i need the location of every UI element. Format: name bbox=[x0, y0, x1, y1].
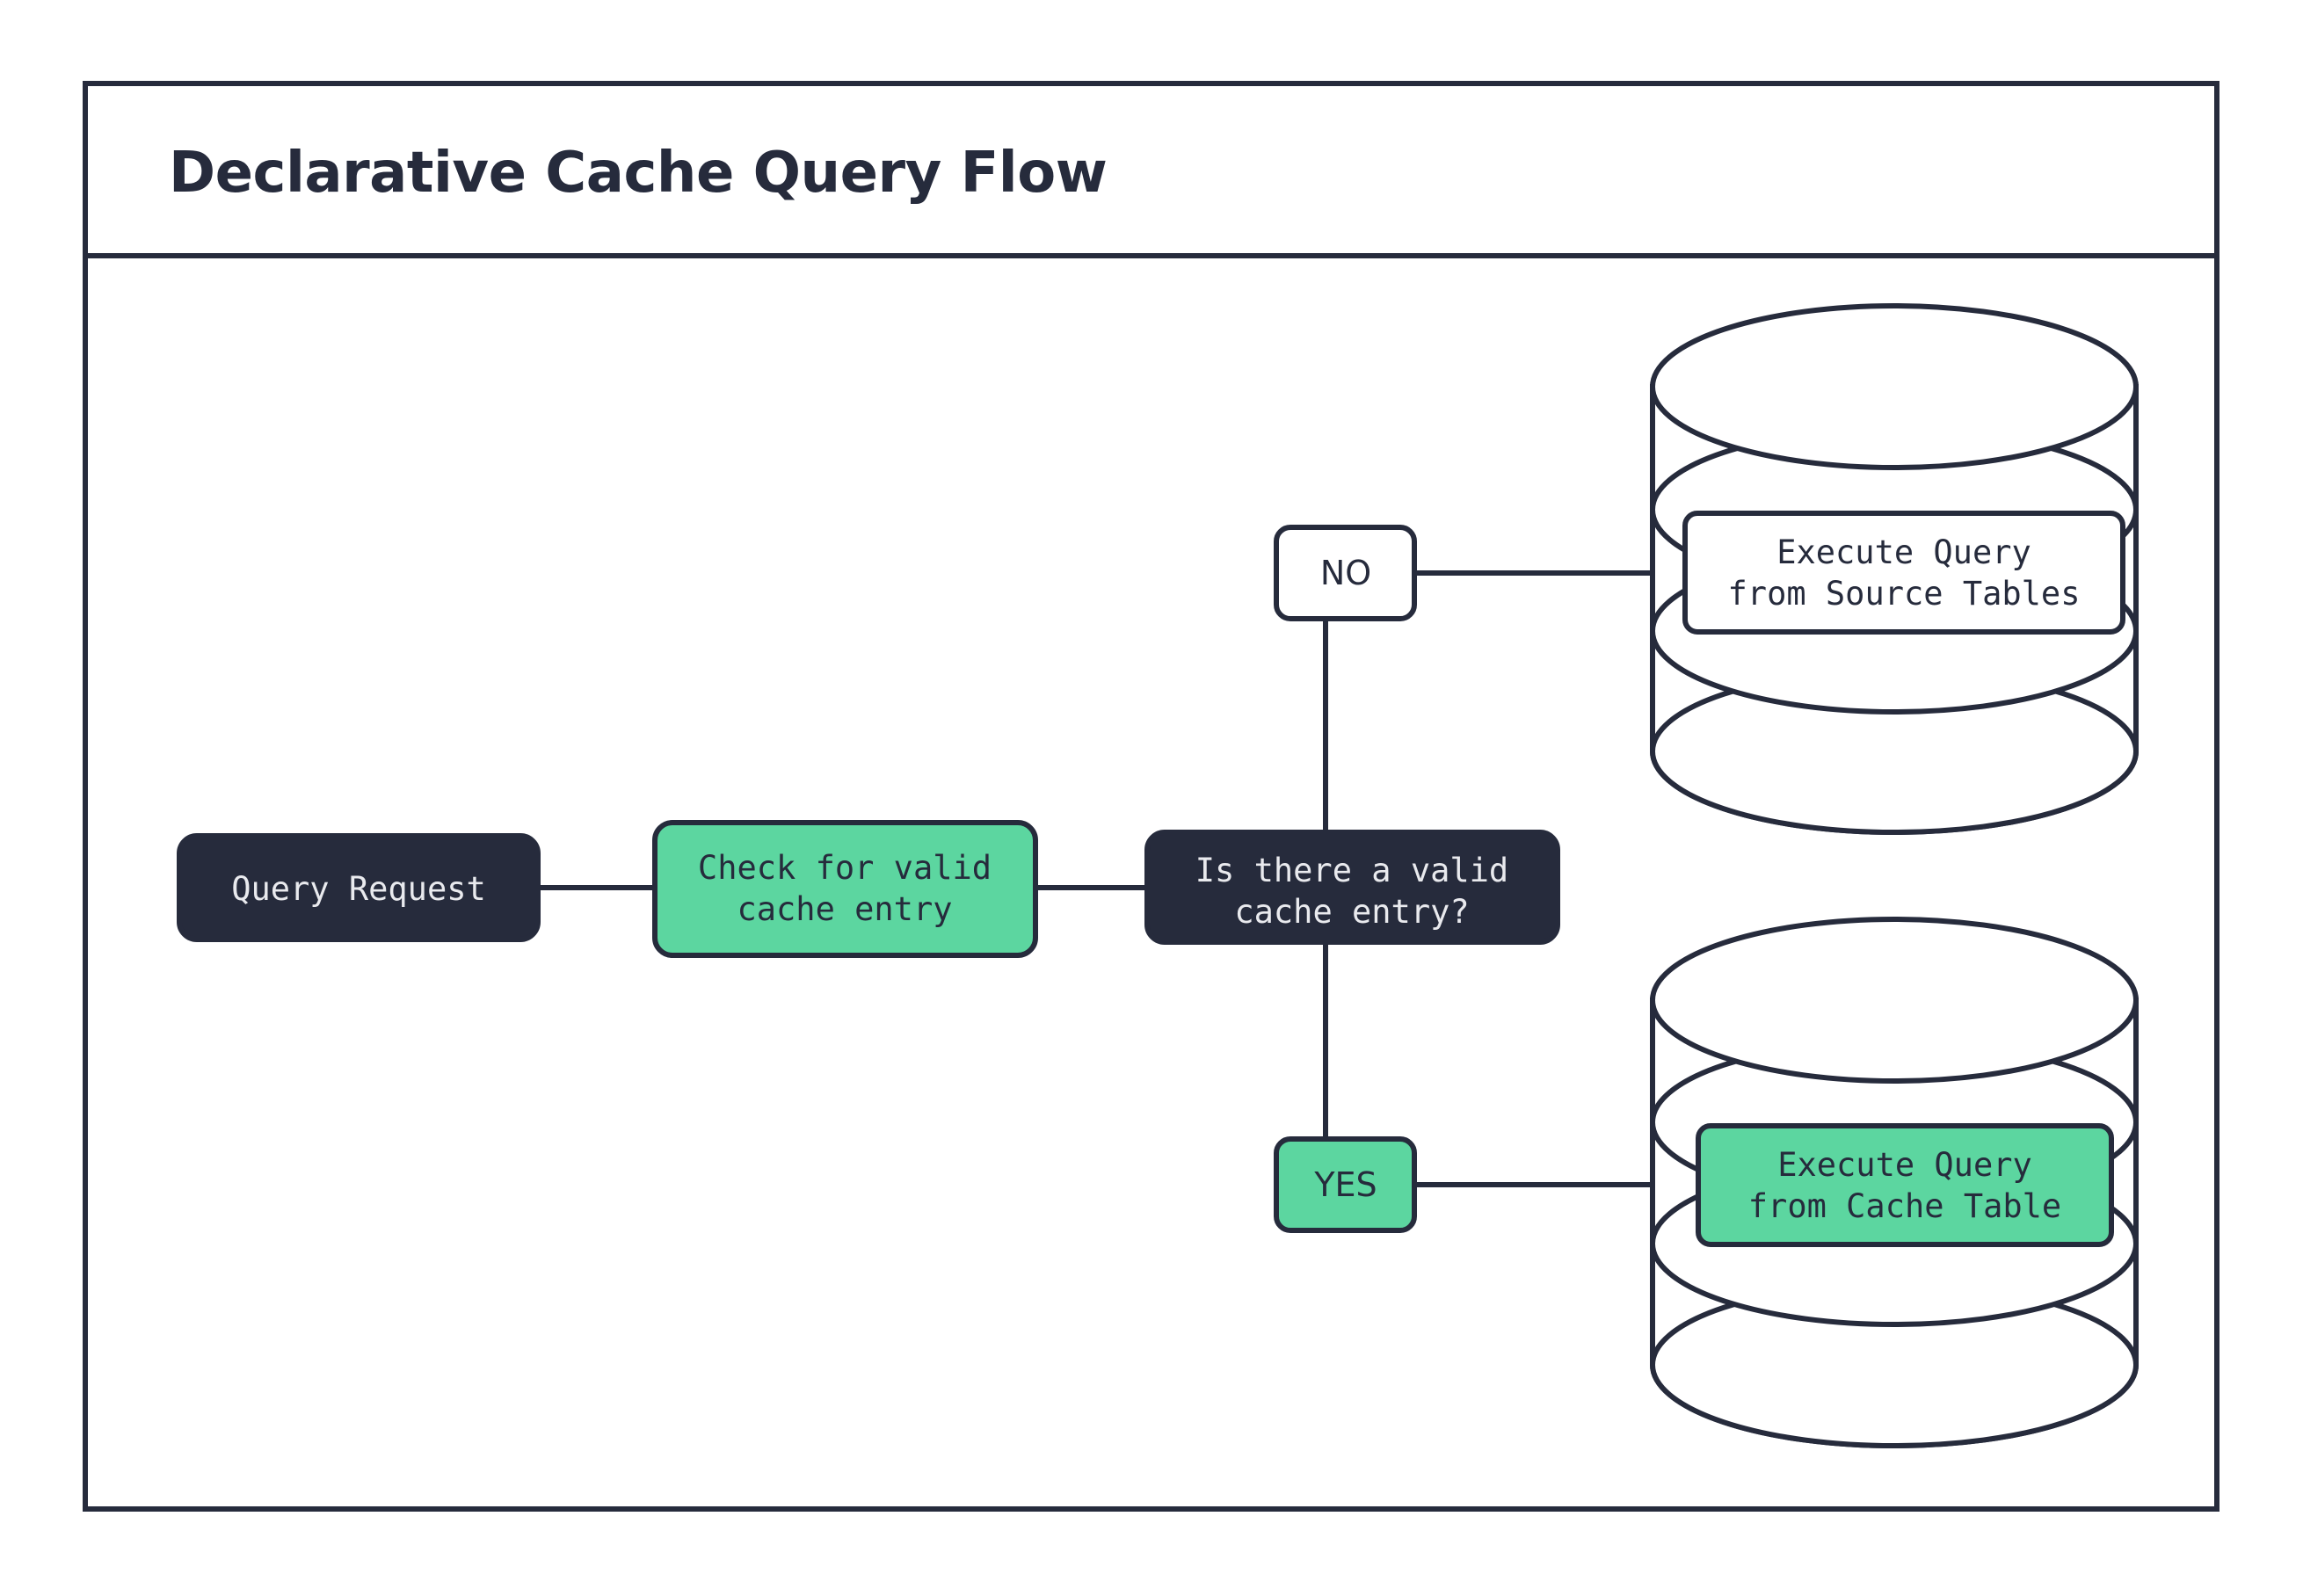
cache-db-top-disc bbox=[1650, 917, 2139, 1084]
source-db-label-line2: from Source Tables bbox=[1728, 575, 2081, 613]
yes-label: YES bbox=[1313, 1165, 1377, 1204]
check-cache-label-line2: cache entry bbox=[737, 890, 952, 928]
page-title: Declarative Cache Query Flow bbox=[169, 141, 1107, 206]
source-db-top-disc bbox=[1650, 303, 2139, 470]
branch-label-yes[interactable]: YES bbox=[1274, 1136, 1417, 1233]
cache-db-label-line1: Execute Query bbox=[1777, 1146, 2032, 1184]
no-label: NO bbox=[1320, 554, 1371, 592]
decision-label-line1: Is there a valid bbox=[1195, 852, 1508, 889]
node-check-cache[interactable]: Check for valid cache entry bbox=[652, 820, 1038, 958]
check-cache-label-line1: Check for valid bbox=[698, 849, 992, 887]
yes-box[interactable] bbox=[1274, 1136, 1417, 1233]
cache-db-label-line2: from Cache Table bbox=[1748, 1187, 2061, 1225]
source-tables-database[interactable]: Execute Query from Source Tables bbox=[1650, 303, 2139, 835]
node-query-request[interactable]: Query Request bbox=[177, 833, 541, 942]
check-cache-box[interactable] bbox=[652, 820, 1038, 958]
query-request-label: Query Request bbox=[231, 870, 486, 908]
branch-label-no[interactable]: NO bbox=[1274, 525, 1417, 621]
cache-db-label-box[interactable] bbox=[1696, 1123, 2114, 1247]
decision-box[interactable] bbox=[1144, 830, 1560, 945]
cache-table-database[interactable]: Execute Query from Cache Table bbox=[1650, 917, 2139, 1448]
node-decision[interactable]: Is there a valid cache entry? bbox=[1144, 830, 1560, 945]
source-db-label-line1: Execute Query bbox=[1776, 533, 2031, 571]
source-db-label-box[interactable] bbox=[1682, 511, 2125, 635]
no-box[interactable] bbox=[1274, 525, 1417, 621]
query-request-box[interactable] bbox=[177, 833, 541, 942]
decision-label-line2: cache entry? bbox=[1234, 893, 1469, 931]
